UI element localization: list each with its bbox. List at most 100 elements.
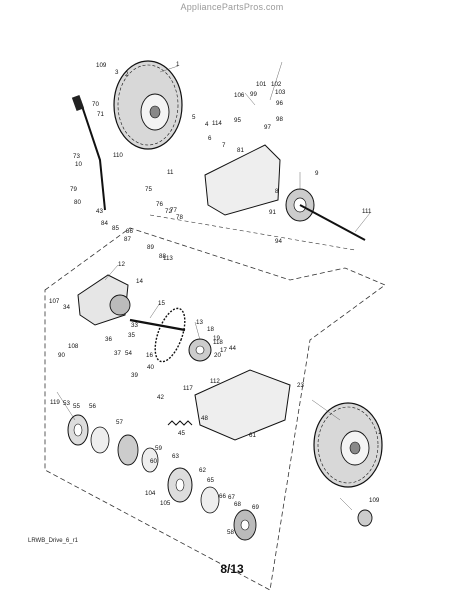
callout-114: 114 (212, 120, 222, 127)
callout-6: 6 (208, 135, 212, 142)
callout-78: 78 (176, 214, 183, 221)
callout-8: 8 (275, 188, 279, 195)
callout-63: 63 (172, 453, 179, 460)
callout-101: 101 (256, 81, 267, 88)
callout-13: 13 (196, 319, 203, 326)
diagram-caption: LRWB_Drive_6_r1 (28, 538, 78, 544)
callout-97: 97 (264, 124, 271, 131)
callout-17: 17 (220, 347, 227, 354)
callout-39: 39 (131, 372, 138, 379)
callout-53: 53 (63, 400, 70, 407)
callout-86: 86 (126, 228, 133, 235)
callout-112: 112 (210, 378, 220, 385)
callout-106: 106 (234, 92, 245, 99)
callout-69: 69 (252, 504, 259, 511)
callout-61: 61 (249, 432, 256, 439)
callout-90: 90 (58, 352, 65, 359)
callout-66: 66 (219, 493, 226, 500)
rear-wheel-lower (313, 402, 383, 488)
callout-79: 79 (70, 186, 77, 193)
callout-59: 59 (155, 445, 162, 452)
callout-19: 19 (213, 335, 220, 342)
callout-109b: 109 (369, 497, 380, 504)
callout-14: 14 (136, 278, 143, 285)
callout-119: 119 (50, 399, 60, 406)
leader-lines (56, 61, 371, 511)
callout-104: 104 (145, 490, 156, 497)
callout-60: 60 (150, 458, 157, 465)
tension-spring (167, 420, 193, 426)
callout-1b: 1 (378, 429, 382, 436)
callout-80: 80 (74, 199, 81, 206)
callout-18: 18 (207, 326, 214, 333)
subassembly-dashed-outline (44, 227, 386, 591)
callout-113: 113 (163, 255, 173, 262)
callout-16: 16 (146, 352, 153, 359)
callout-10: 10 (75, 161, 82, 168)
callout-68: 68 (234, 501, 241, 508)
center-sprocket-hub (195, 345, 205, 355)
callout-54: 54 (125, 350, 132, 357)
callout-73: 73 (73, 153, 80, 160)
callout-108: 108 (68, 343, 79, 350)
callout-102: 102 (271, 81, 282, 88)
callout-111: 111 (362, 208, 372, 215)
frame-plate-lower (194, 369, 291, 441)
lever-grip (71, 95, 85, 111)
frame-plate-upper (204, 144, 281, 216)
callout-3: 3 (115, 69, 119, 76)
callout-118: 118 (213, 339, 223, 346)
callout-33: 33 (131, 322, 138, 329)
callout-55: 55 (73, 403, 80, 410)
rear-wheel-upper (113, 60, 183, 150)
callout-81: 81 (237, 147, 244, 154)
callout-96: 96 (276, 100, 283, 107)
callout-110: 110 (113, 152, 123, 159)
callout-77: 77 (170, 207, 177, 214)
callout-85: 85 (112, 225, 119, 232)
callout-89: 89 (147, 244, 154, 251)
callout-91: 91 (269, 209, 276, 216)
callout-65: 65 (207, 477, 214, 484)
callout-72: 72 (165, 208, 172, 215)
callout-107: 107 (49, 298, 60, 305)
callout-98: 98 (276, 116, 283, 123)
callout-12: 12 (118, 261, 125, 268)
drive-chain (154, 307, 186, 363)
callout-40: 40 (147, 364, 154, 371)
callout-48: 48 (201, 415, 208, 422)
callout-45: 45 (178, 430, 185, 437)
callout-36: 36 (105, 336, 112, 343)
callout-35: 35 (128, 332, 135, 339)
callout-95: 95 (234, 117, 241, 124)
callout-103: 103 (275, 89, 286, 96)
callout-1: 1 (176, 61, 180, 68)
callout-43: 43 (96, 208, 103, 215)
callout-37: 37 (114, 350, 121, 357)
callout-44: 44 (229, 345, 236, 352)
callout-labels: 1 1 2 3 4 5 6 7 8 9 10 11 12 13 14 15 16… (49, 61, 382, 536)
callout-117: 117 (183, 385, 193, 392)
callout-11: 11 (167, 169, 174, 176)
callout-76: 76 (156, 201, 163, 208)
callout-57: 57 (116, 419, 123, 426)
callout-70: 70 (92, 101, 99, 108)
callout-23: 23 (297, 382, 304, 389)
callout-5: 5 (192, 114, 196, 121)
callout-94: 94 (275, 238, 282, 245)
drive-gear (109, 294, 131, 316)
callout-67: 67 (228, 494, 235, 501)
callout-75: 75 (145, 186, 152, 193)
callout-4: 4 (205, 121, 209, 128)
callout-71: 71 (97, 111, 104, 118)
callout-109: 109 (96, 62, 107, 69)
callout-105: 105 (160, 500, 171, 507)
callout-34: 34 (63, 304, 70, 311)
shift-lever (79, 99, 106, 211)
callout-20: 20 (214, 352, 221, 359)
callout-15: 15 (158, 300, 165, 307)
callout-42: 42 (157, 394, 164, 401)
callout-62: 62 (199, 467, 206, 474)
